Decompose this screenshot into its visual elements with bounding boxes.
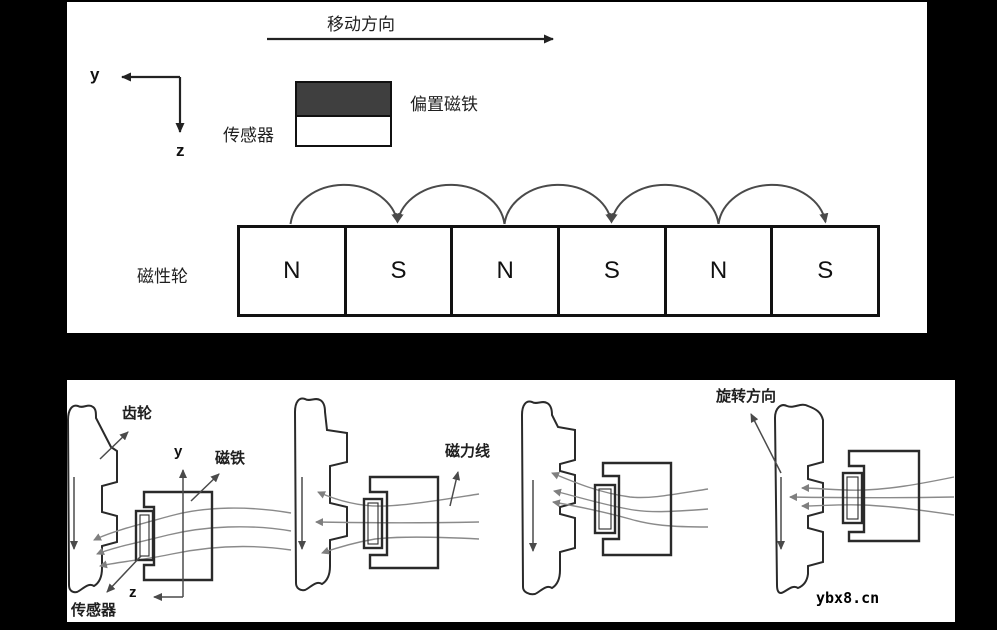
sensor-box-inner-3 [598, 488, 612, 530]
rotation-direction-label: 旋转方向 [716, 388, 777, 405]
magnet-label: 磁铁 [215, 450, 246, 467]
flux-arc-n1-s2 [289, 183, 401, 225]
gear-outline-3 [520, 400, 576, 596]
gear-label: 齿轮 [122, 405, 153, 422]
diagram-1 [66, 404, 292, 601]
field-line [321, 536, 480, 555]
bias-magnet-label: 偏置磁铁 [410, 95, 478, 114]
sensor-box-2 [362, 497, 384, 550]
flux-arc-n3-s2 [394, 183, 506, 225]
axis-z-label-d1: z [129, 584, 137, 601]
field-line [315, 518, 480, 527]
bias-magnet-sensor-box [295, 81, 392, 147]
flux-arc-n3-s4 [503, 183, 615, 225]
magnet-outline-1 [142, 490, 214, 582]
sensor-box-1 [134, 509, 155, 562]
wheel-label: 磁性轮 [137, 267, 188, 286]
field-lines-1 [93, 507, 292, 569]
pole-cell: N [663, 228, 771, 314]
field-lines-label: 磁力线 [445, 443, 491, 460]
field-lines-3 [551, 471, 709, 528]
gear-outline-4 [773, 403, 824, 595]
field-line [553, 488, 709, 513]
flux-arc-n5-s6 [717, 183, 829, 225]
sensor-label-top: 传感器 [223, 126, 274, 145]
magnet-callout-arrow [190, 473, 220, 502]
field-line [552, 499, 709, 528]
bottom-panel: 齿轮 y 磁铁 z 传感器 磁力线 旋转方向 ybx8.cn [66, 380, 955, 622]
sensor-box-inner-1 [139, 514, 150, 557]
gear-outline-2 [293, 397, 348, 592]
axis-z-label: z [176, 141, 185, 160]
pole-cell: N [450, 228, 557, 314]
diagram-3 [520, 400, 709, 596]
field-line [96, 526, 292, 556]
sensor-box-inner-4 [846, 476, 859, 520]
field-line [551, 471, 709, 499]
sensor-callout-arrow [106, 555, 142, 593]
pole-cell: N [283, 257, 301, 284]
sensor-label-bottom: 传感器 [71, 602, 117, 619]
field-line [801, 501, 955, 516]
move-direction-label: 移动方向 [327, 15, 395, 34]
axis-y-label: y [90, 65, 100, 84]
sensor-box-4 [841, 471, 864, 525]
magnet-outline-3 [601, 461, 673, 557]
field-line [801, 476, 955, 493]
bottom-panel-linework [66, 397, 955, 601]
rotation-callout-arrow [750, 413, 782, 474]
sensor-box-3 [593, 483, 617, 535]
gear-outline-1 [66, 404, 118, 594]
diagram-4 [750, 403, 955, 595]
field-line [93, 507, 292, 541]
gear-callout-arrow [99, 431, 129, 460]
watermark: ybx8.cn [816, 589, 880, 607]
field-lines-4 [789, 476, 955, 516]
magnet-outline-4 [847, 449, 921, 543]
axis-y-label-d1: y [174, 443, 183, 460]
diagram-2 [293, 397, 480, 592]
top-panel-linework [121, 34, 829, 225]
magnetic-wheel: N S N S N S [237, 225, 880, 317]
top-panel: 移动方向 y z 偏置磁铁 传感器 磁性轮 N S N S N S [67, 2, 927, 333]
pole-cell: S [557, 228, 664, 314]
flux-arc-n5-s4 [608, 183, 720, 225]
sensor-box-inner-2 [367, 502, 379, 545]
pole-cell: S [343, 228, 451, 314]
field-line [99, 545, 292, 569]
field-line [789, 493, 955, 502]
pole-cell: S [770, 228, 877, 314]
field-line [317, 491, 480, 507]
magnet-outline-2 [368, 475, 440, 570]
bias-magnet-fill [297, 83, 390, 117]
field-lines-callout-arrow [449, 471, 461, 507]
flux-arcs [289, 183, 829, 225]
field-lines-2 [315, 491, 480, 555]
